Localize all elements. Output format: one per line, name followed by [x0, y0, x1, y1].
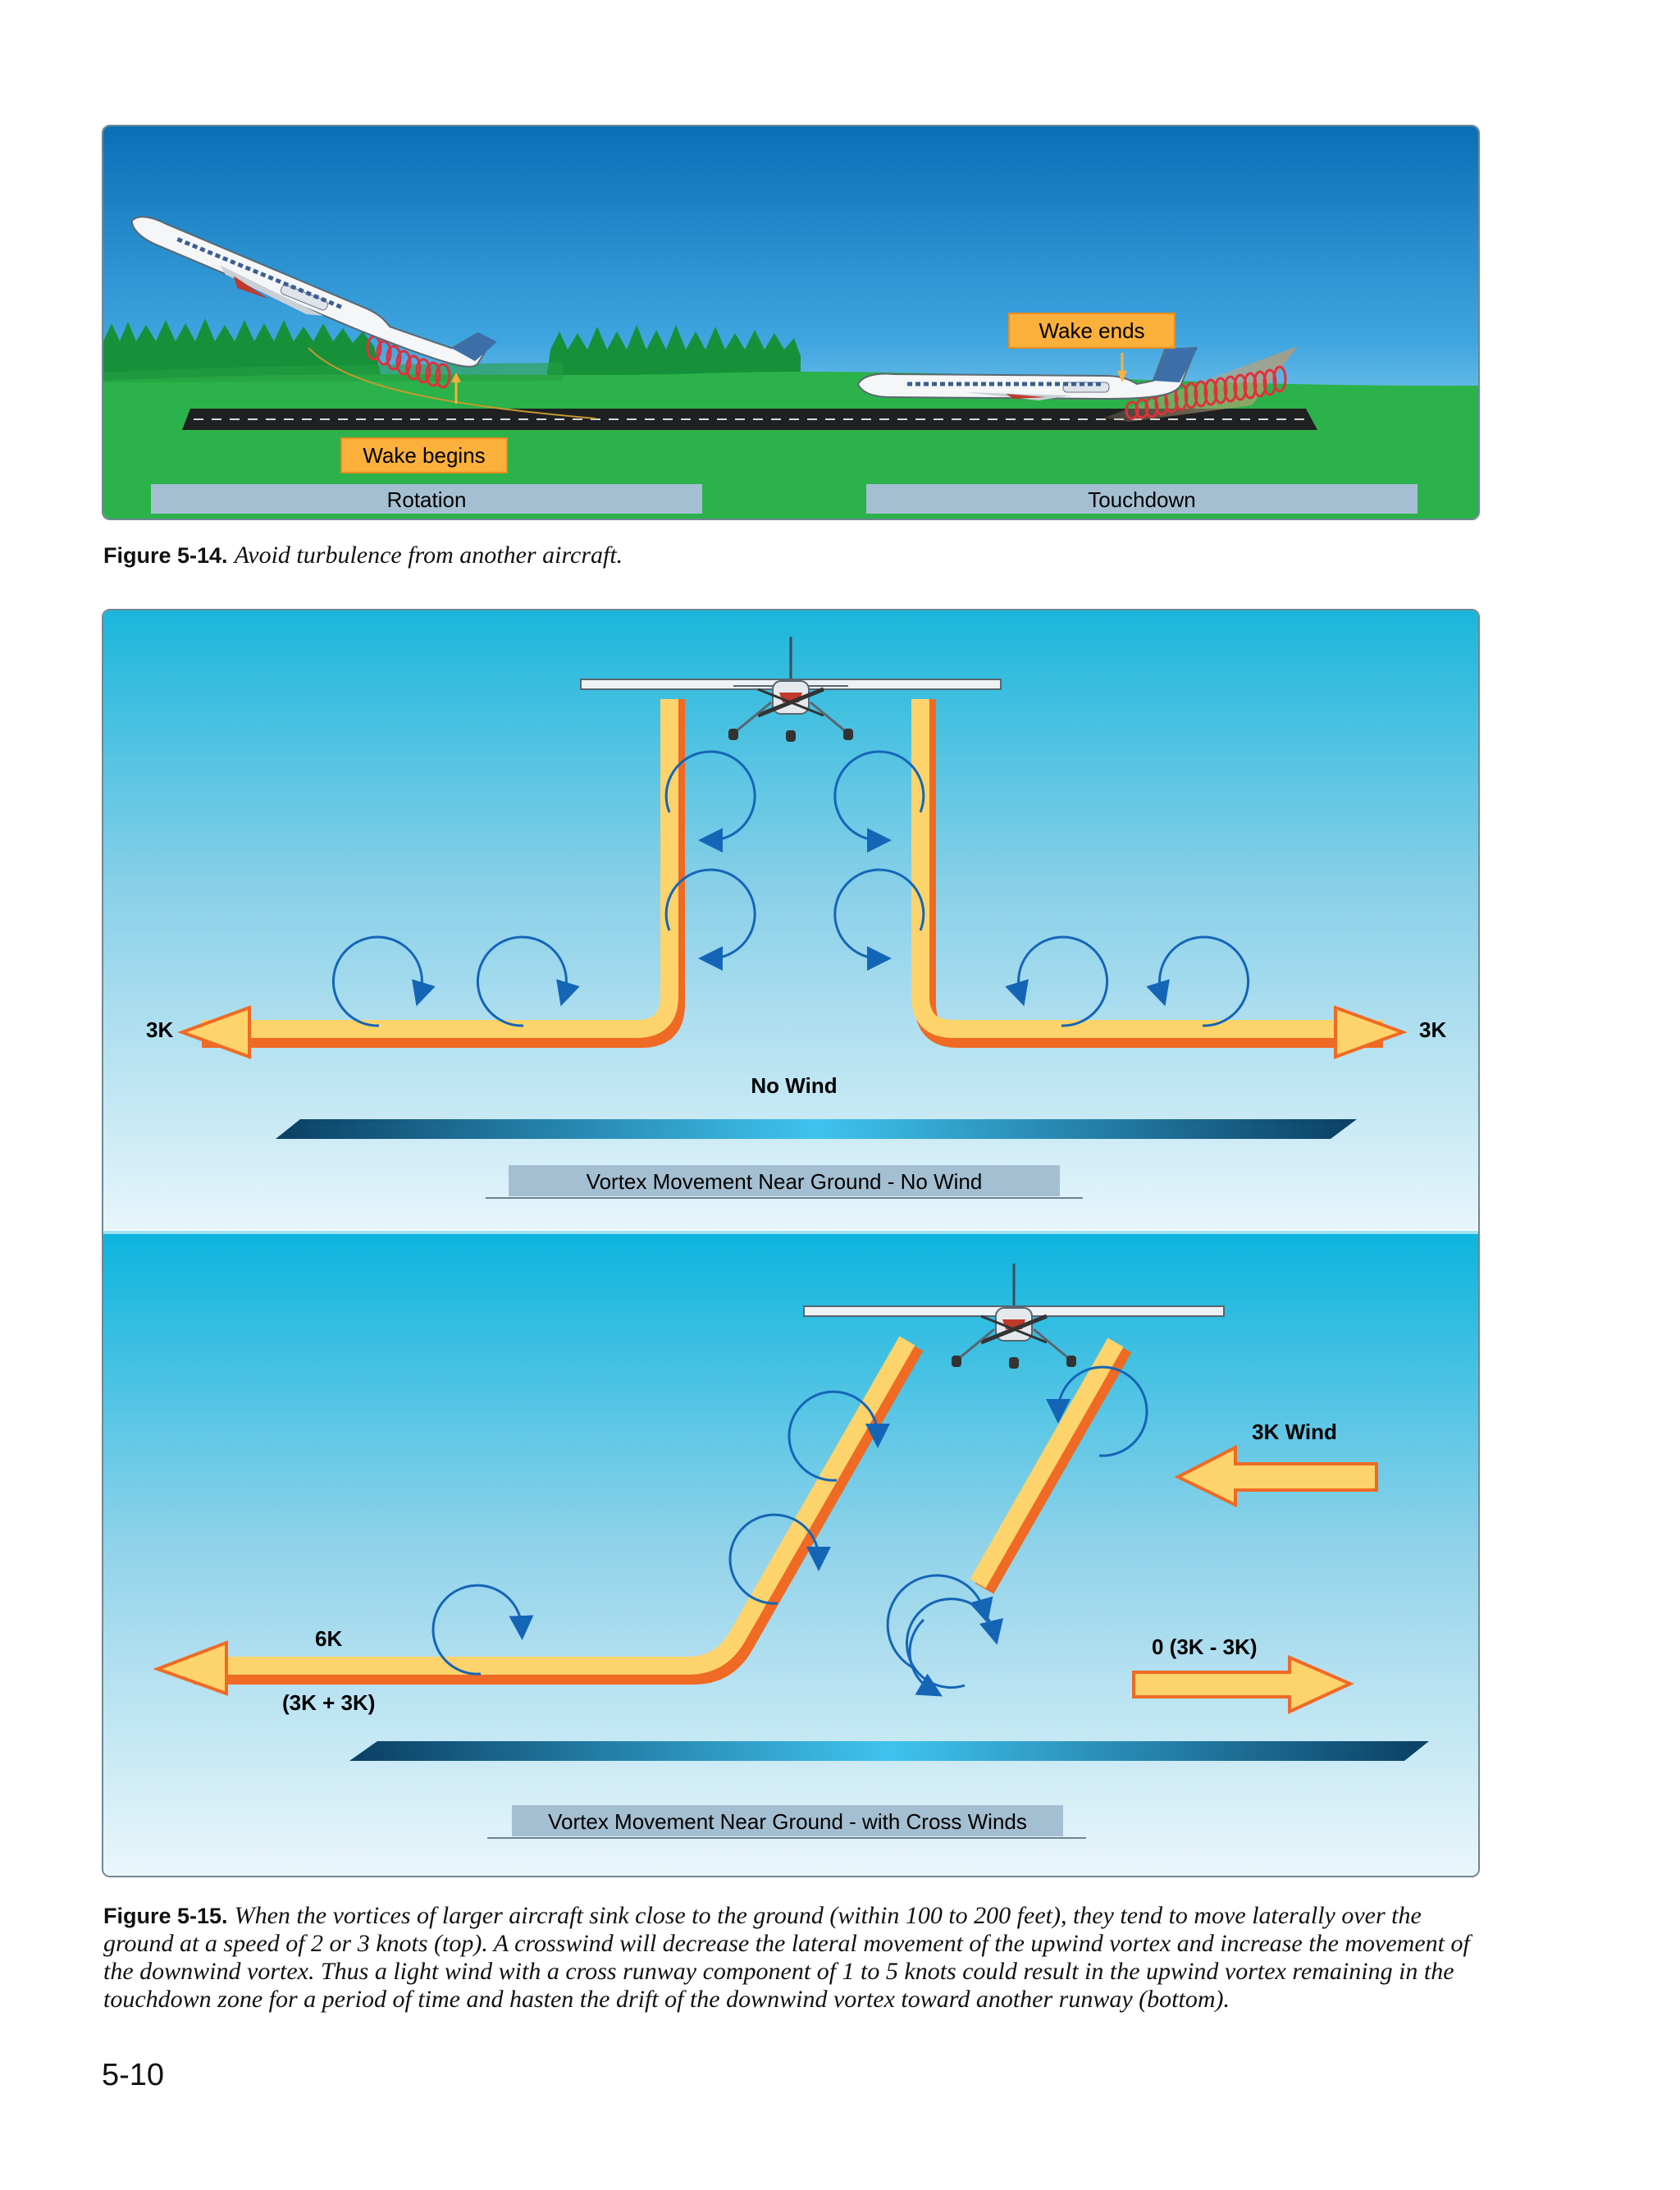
figure-5-15-caption-text: When the vortices of larger aircraft sin… — [103, 1902, 1470, 2013]
upwind-speed-formula: 0 (3K - 3K) — [1152, 1634, 1258, 1659]
wake-vortex-coil-right — [1125, 365, 1287, 420]
vortex-path-left-top — [177, 699, 685, 1059]
downwind-speed: 6K — [315, 1626, 342, 1651]
wake-vortex-coil-left — [366, 335, 451, 389]
figure-5-14-caption-text: Avoid turbulence from another aircraft. — [234, 542, 623, 569]
rotation-label: Rotation — [387, 487, 467, 512]
touchdown-banner — [866, 484, 1418, 514]
top-ground-bar — [276, 1119, 1357, 1139]
bottom-ground-bar — [349, 1741, 1429, 1761]
figure-5-14-caption: Figure 5-14. Avoid turbulence from anoth… — [103, 542, 1481, 569]
downwind-speed-formula: (3K + 3K) — [282, 1690, 375, 1715]
touchdown-label: Touchdown — [1088, 487, 1196, 512]
wake-ends-label: Wake ends — [1039, 318, 1144, 343]
top-right-speed: 3K — [1419, 1017, 1446, 1042]
vortex-path-upwind — [970, 1337, 1132, 1594]
page-number: 5-10 — [102, 2058, 165, 2092]
top-left-speed: 3K — [146, 1017, 173, 1042]
tree-line-left — [103, 318, 382, 381]
vortex-circles-bottom — [431, 1365, 1148, 1697]
top-title-banner — [509, 1165, 1060, 1196]
wake-begins-label: Wake begins — [363, 443, 485, 468]
figure-5-15-illustration: 3K 3K No Wind Vortex Movement Near Groun… — [103, 610, 1478, 1876]
bottom-title: Vortex Movement Near Ground - with Cross… — [548, 1809, 1027, 1834]
wake-dust-fan — [1104, 346, 1298, 422]
top-title: Vortex Movement Near Ground - No Wind — [587, 1169, 983, 1194]
landing-jet-icon — [856, 346, 1198, 400]
wake-begins-box — [340, 437, 508, 473]
crosswind-arrow — [1174, 1444, 1378, 1508]
figure-5-14-caption-label: Figure 5-14. — [103, 543, 228, 568]
crosswind-label: 3K Wind — [1252, 1420, 1337, 1444]
vortex-circles-left-top — [331, 750, 756, 1027]
wake-ends-box — [1008, 313, 1176, 349]
figure-5-14-illustration: Wake begins Wake ends Rotation Touchdown — [103, 126, 1478, 519]
figure-5-15-panel: 3K 3K No Wind Vortex Movement Near Groun… — [102, 609, 1480, 1877]
cessna-top-icon — [580, 637, 1002, 742]
figure-5-14-panel: Wake begins Wake ends Rotation Touchdown — [102, 125, 1480, 520]
vortex-path-downwind — [153, 1336, 924, 1696]
vortex-path-right-top — [911, 699, 1408, 1059]
cessna-bottom-icon — [803, 1264, 1225, 1369]
no-wind-label: No Wind — [751, 1073, 837, 1098]
bottom-title-banner — [512, 1805, 1063, 1836]
upwind-zero-arrow — [1132, 1654, 1354, 1715]
wake-trail-line — [308, 347, 596, 419]
rotation-banner — [151, 484, 702, 514]
runway — [182, 409, 1317, 430]
figure-5-15-caption: Figure 5-15. When the vortices of larger… — [103, 1902, 1481, 2014]
figure-5-15-caption-label: Figure 5-15. — [103, 1904, 228, 1928]
vortex-circles-right-top — [833, 750, 1250, 1027]
